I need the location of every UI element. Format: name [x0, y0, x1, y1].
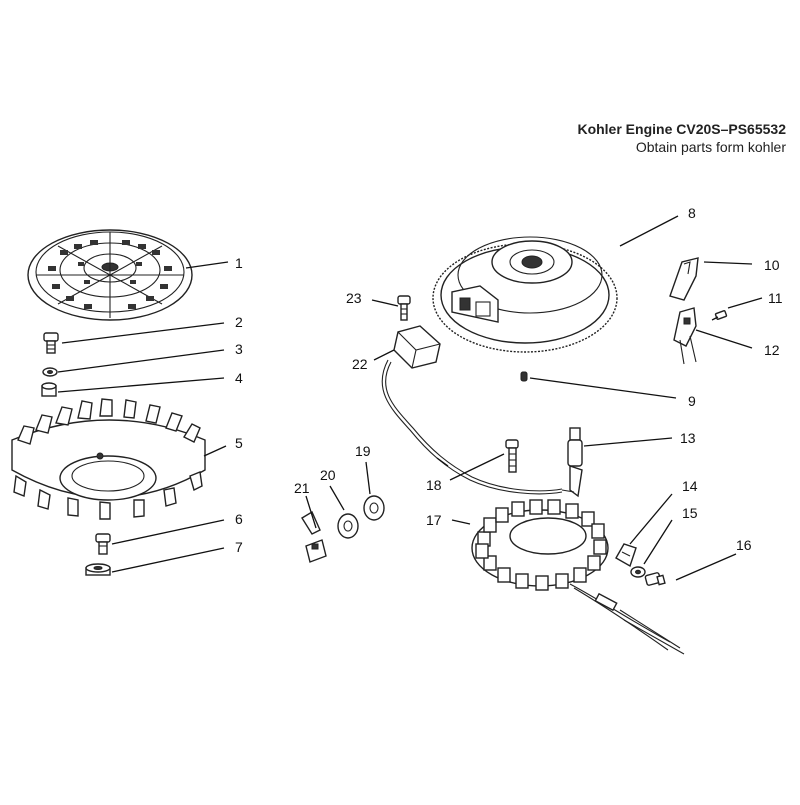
- part-16-screw: [644, 572, 666, 586]
- callout-13: 13: [680, 430, 696, 446]
- part-6-screw: [95, 533, 111, 555]
- callout-15: 15: [682, 505, 698, 521]
- diagram-subtitle: Obtain parts form kohler: [635, 139, 786, 155]
- part-2-screw: [43, 332, 59, 354]
- part-22-ignition-module: [381, 325, 563, 495]
- part-7-thick-washer: [85, 563, 111, 576]
- callout-12: 12: [764, 342, 780, 358]
- part-3-washer: [42, 367, 58, 377]
- part-15-washer: [630, 566, 646, 578]
- part-19-washer: [363, 495, 385, 521]
- part-1-grille-disc: [27, 229, 193, 321]
- callout-2: 2: [235, 314, 243, 330]
- callout-4: 4: [235, 370, 243, 386]
- callout-20: 20: [320, 467, 336, 483]
- part-14-clip: [615, 543, 637, 568]
- part-18-bolt: [505, 439, 519, 473]
- callout-14: 14: [682, 478, 698, 494]
- callout-1: 1: [235, 255, 243, 271]
- part-12-terminal-bracket: [673, 307, 697, 365]
- part-10-bracket: [669, 257, 699, 301]
- part-17-stator: [471, 499, 685, 655]
- callout-16: 16: [736, 537, 752, 553]
- part-20-washer: [337, 513, 359, 539]
- callout-10: 10: [764, 257, 780, 273]
- callout-17: 17: [426, 512, 442, 528]
- diagram-title: Kohler Engine CV20S–PS65532: [577, 121, 786, 137]
- part-13-spark-plug-boot: [561, 427, 583, 498]
- callout-19: 19: [355, 443, 371, 459]
- callout-5: 5: [235, 435, 243, 451]
- callout-numbers: 1 2 3 4 5 6 7 8 9 10 11 12 13 14 15 16 1…: [235, 205, 783, 555]
- part-4-spacer: [41, 382, 57, 397]
- callout-9: 9: [688, 393, 696, 409]
- callout-22: 22: [352, 356, 368, 372]
- part-11-small-screw: [711, 310, 728, 321]
- part-5-cooling-fan: [11, 398, 206, 520]
- part-8-flywheel: [432, 236, 618, 353]
- callout-11: 11: [768, 290, 783, 306]
- callout-18: 18: [426, 477, 442, 493]
- part-9-plug: [520, 371, 528, 382]
- part-23-bolt: [397, 295, 411, 321]
- callout-8: 8: [688, 205, 696, 221]
- leader-lines: [57, 215, 763, 581]
- part-21-terminal: [301, 510, 327, 563]
- callout-23: 23: [346, 290, 362, 306]
- callout-7: 7: [235, 539, 243, 555]
- callout-6: 6: [235, 511, 243, 527]
- callout-3: 3: [235, 341, 243, 357]
- callout-21: 21: [294, 480, 310, 496]
